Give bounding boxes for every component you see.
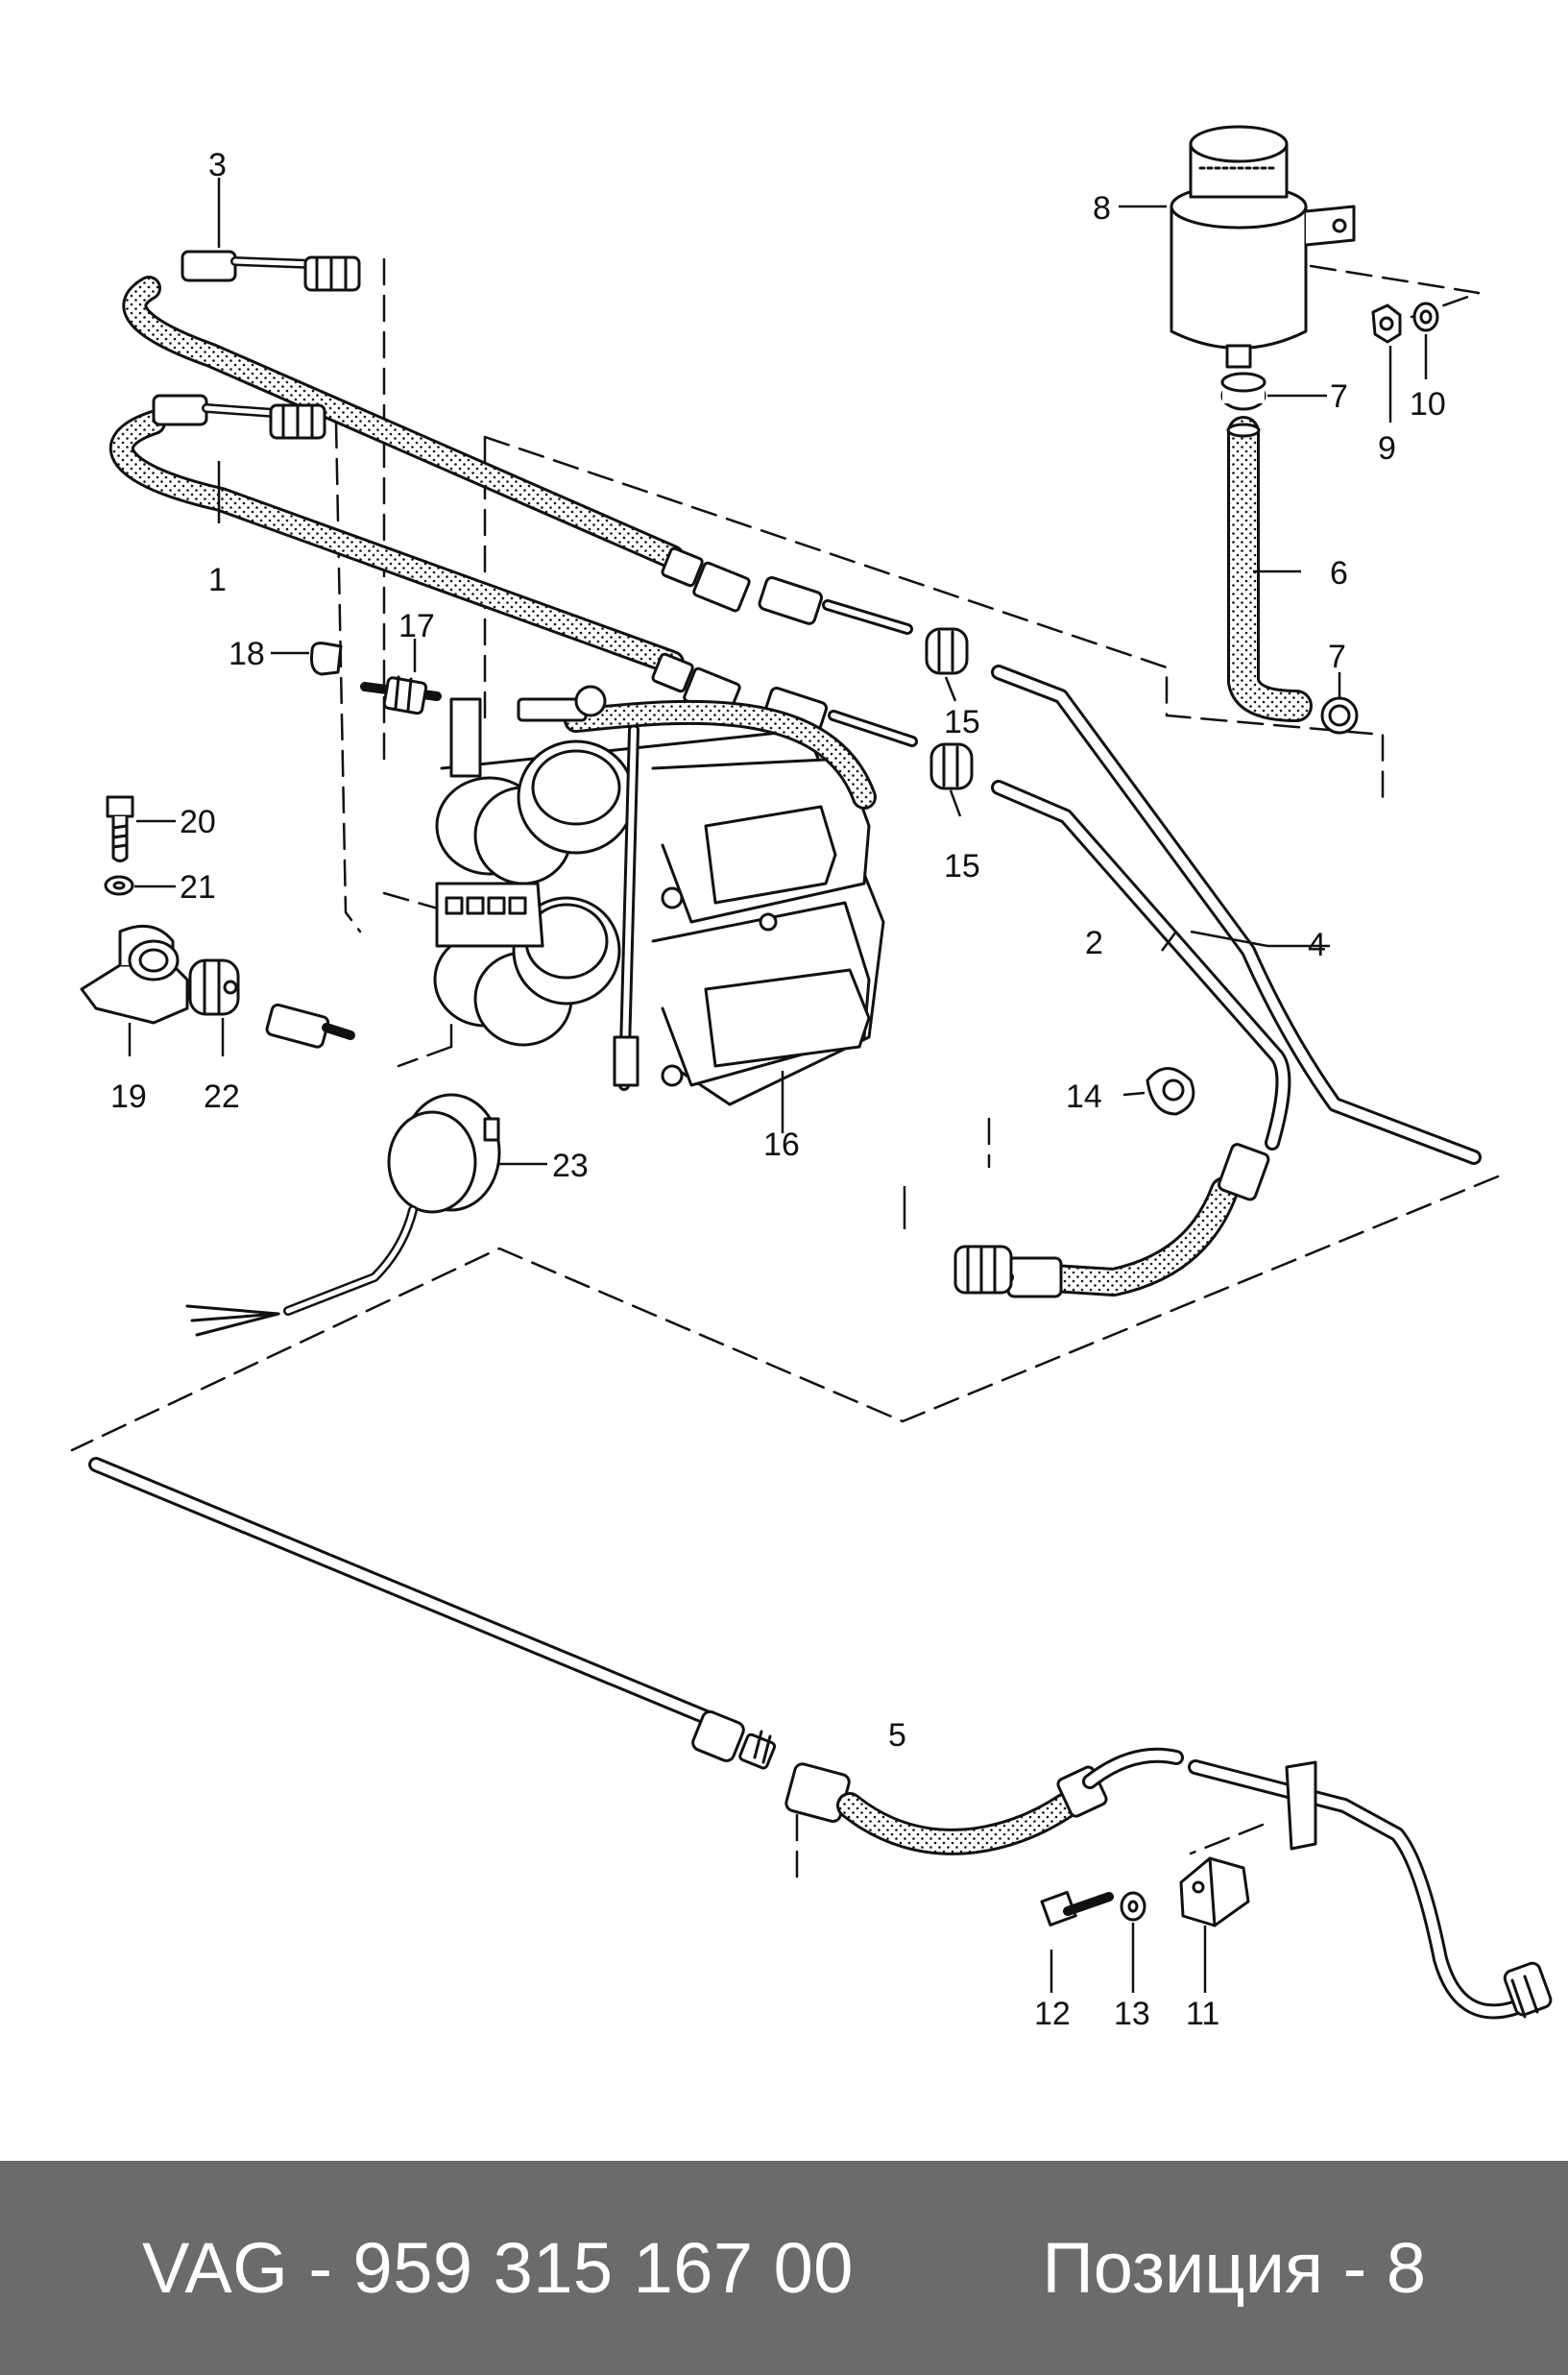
part-number: VAG - 959 315 167 00: [142, 2228, 854, 2308]
bolt-12: [1040, 1890, 1114, 1927]
callout-21: 21: [180, 869, 216, 906]
brake-pipe-2: [953, 780, 1291, 1298]
bleed-nipple-17: [360, 675, 442, 715]
sensor-pin: [265, 1003, 355, 1049]
hose-6: [1226, 416, 1313, 722]
brake-pipe-bottom: [88, 1457, 777, 1770]
pipe-bracket: [1285, 1760, 1317, 1851]
callout-3: 3: [208, 147, 227, 183]
callout-5: 5: [888, 1717, 906, 1754]
callout-13: 13: [1114, 1996, 1150, 2032]
callout-10: 10: [1410, 386, 1446, 423]
pressure-sensor-23: [185, 1093, 501, 1337]
grommet-15-lower: [929, 742, 974, 790]
callout-9: 9: [1378, 430, 1396, 467]
washer-13: [1120, 1891, 1146, 1922]
hydraulic-unit-16: [433, 685, 885, 1106]
footer-bar: VAG - 959 315 167 00 Позиция - 8: [0, 2161, 1568, 2375]
washer-10: [1412, 302, 1439, 332]
callout-2: 2: [1085, 925, 1103, 961]
hose-clamp-7-upper: [1220, 372, 1266, 411]
hose-line-1: [109, 394, 741, 718]
nut-9: [1371, 303, 1402, 344]
position-label: Позиция - 8: [1042, 2228, 1426, 2308]
callout-18: 18: [229, 636, 265, 672]
brake-hose-5: [784, 1747, 1184, 1855]
parts-diagram: 3 1 2 4 5 6 7 7 8 9 10 11 12 13 14 15 15…: [70, 125, 1553, 2032]
brake-pipe-end: [1188, 1759, 1553, 2020]
fluid-reservoir-8: [1170, 125, 1356, 369]
callout-12: 12: [1034, 1996, 1071, 2032]
callout-7-upper: 7: [1330, 378, 1348, 415]
grommet-22: [188, 958, 240, 1016]
callout-1: 1: [208, 562, 227, 598]
callout-20: 20: [180, 804, 216, 840]
callout-15-upper: 15: [944, 704, 980, 740]
callout-7-lower: 7: [1328, 639, 1346, 675]
callout-6: 6: [1330, 555, 1348, 592]
callout-22: 22: [204, 1078, 240, 1115]
callout-19: 19: [110, 1078, 147, 1115]
callout-11: 11: [1186, 1996, 1219, 2032]
clip-14: [1146, 1067, 1195, 1116]
callout-4: 4: [1308, 927, 1326, 963]
hose-line-3: [122, 250, 751, 613]
washer-21: [104, 875, 134, 896]
callout-15-lower: 15: [944, 848, 980, 885]
callout-17: 17: [398, 608, 435, 644]
pipe-clamp-11: [1179, 1856, 1250, 1927]
grommet-15-upper: [925, 627, 969, 675]
brake-pipe-4: [991, 665, 1482, 1165]
bolt-20: [106, 795, 134, 862]
callout-16: 16: [763, 1127, 800, 1163]
dust-cap-18: [310, 642, 343, 676]
bracket-19: [80, 924, 189, 1025]
callout-14: 14: [1066, 1078, 1102, 1115]
tube-fittings: [758, 576, 918, 747]
callout-23: 23: [552, 1148, 589, 1184]
callout-8: 8: [1093, 190, 1111, 227]
hose-clamp-7-lower: [1320, 696, 1359, 735]
